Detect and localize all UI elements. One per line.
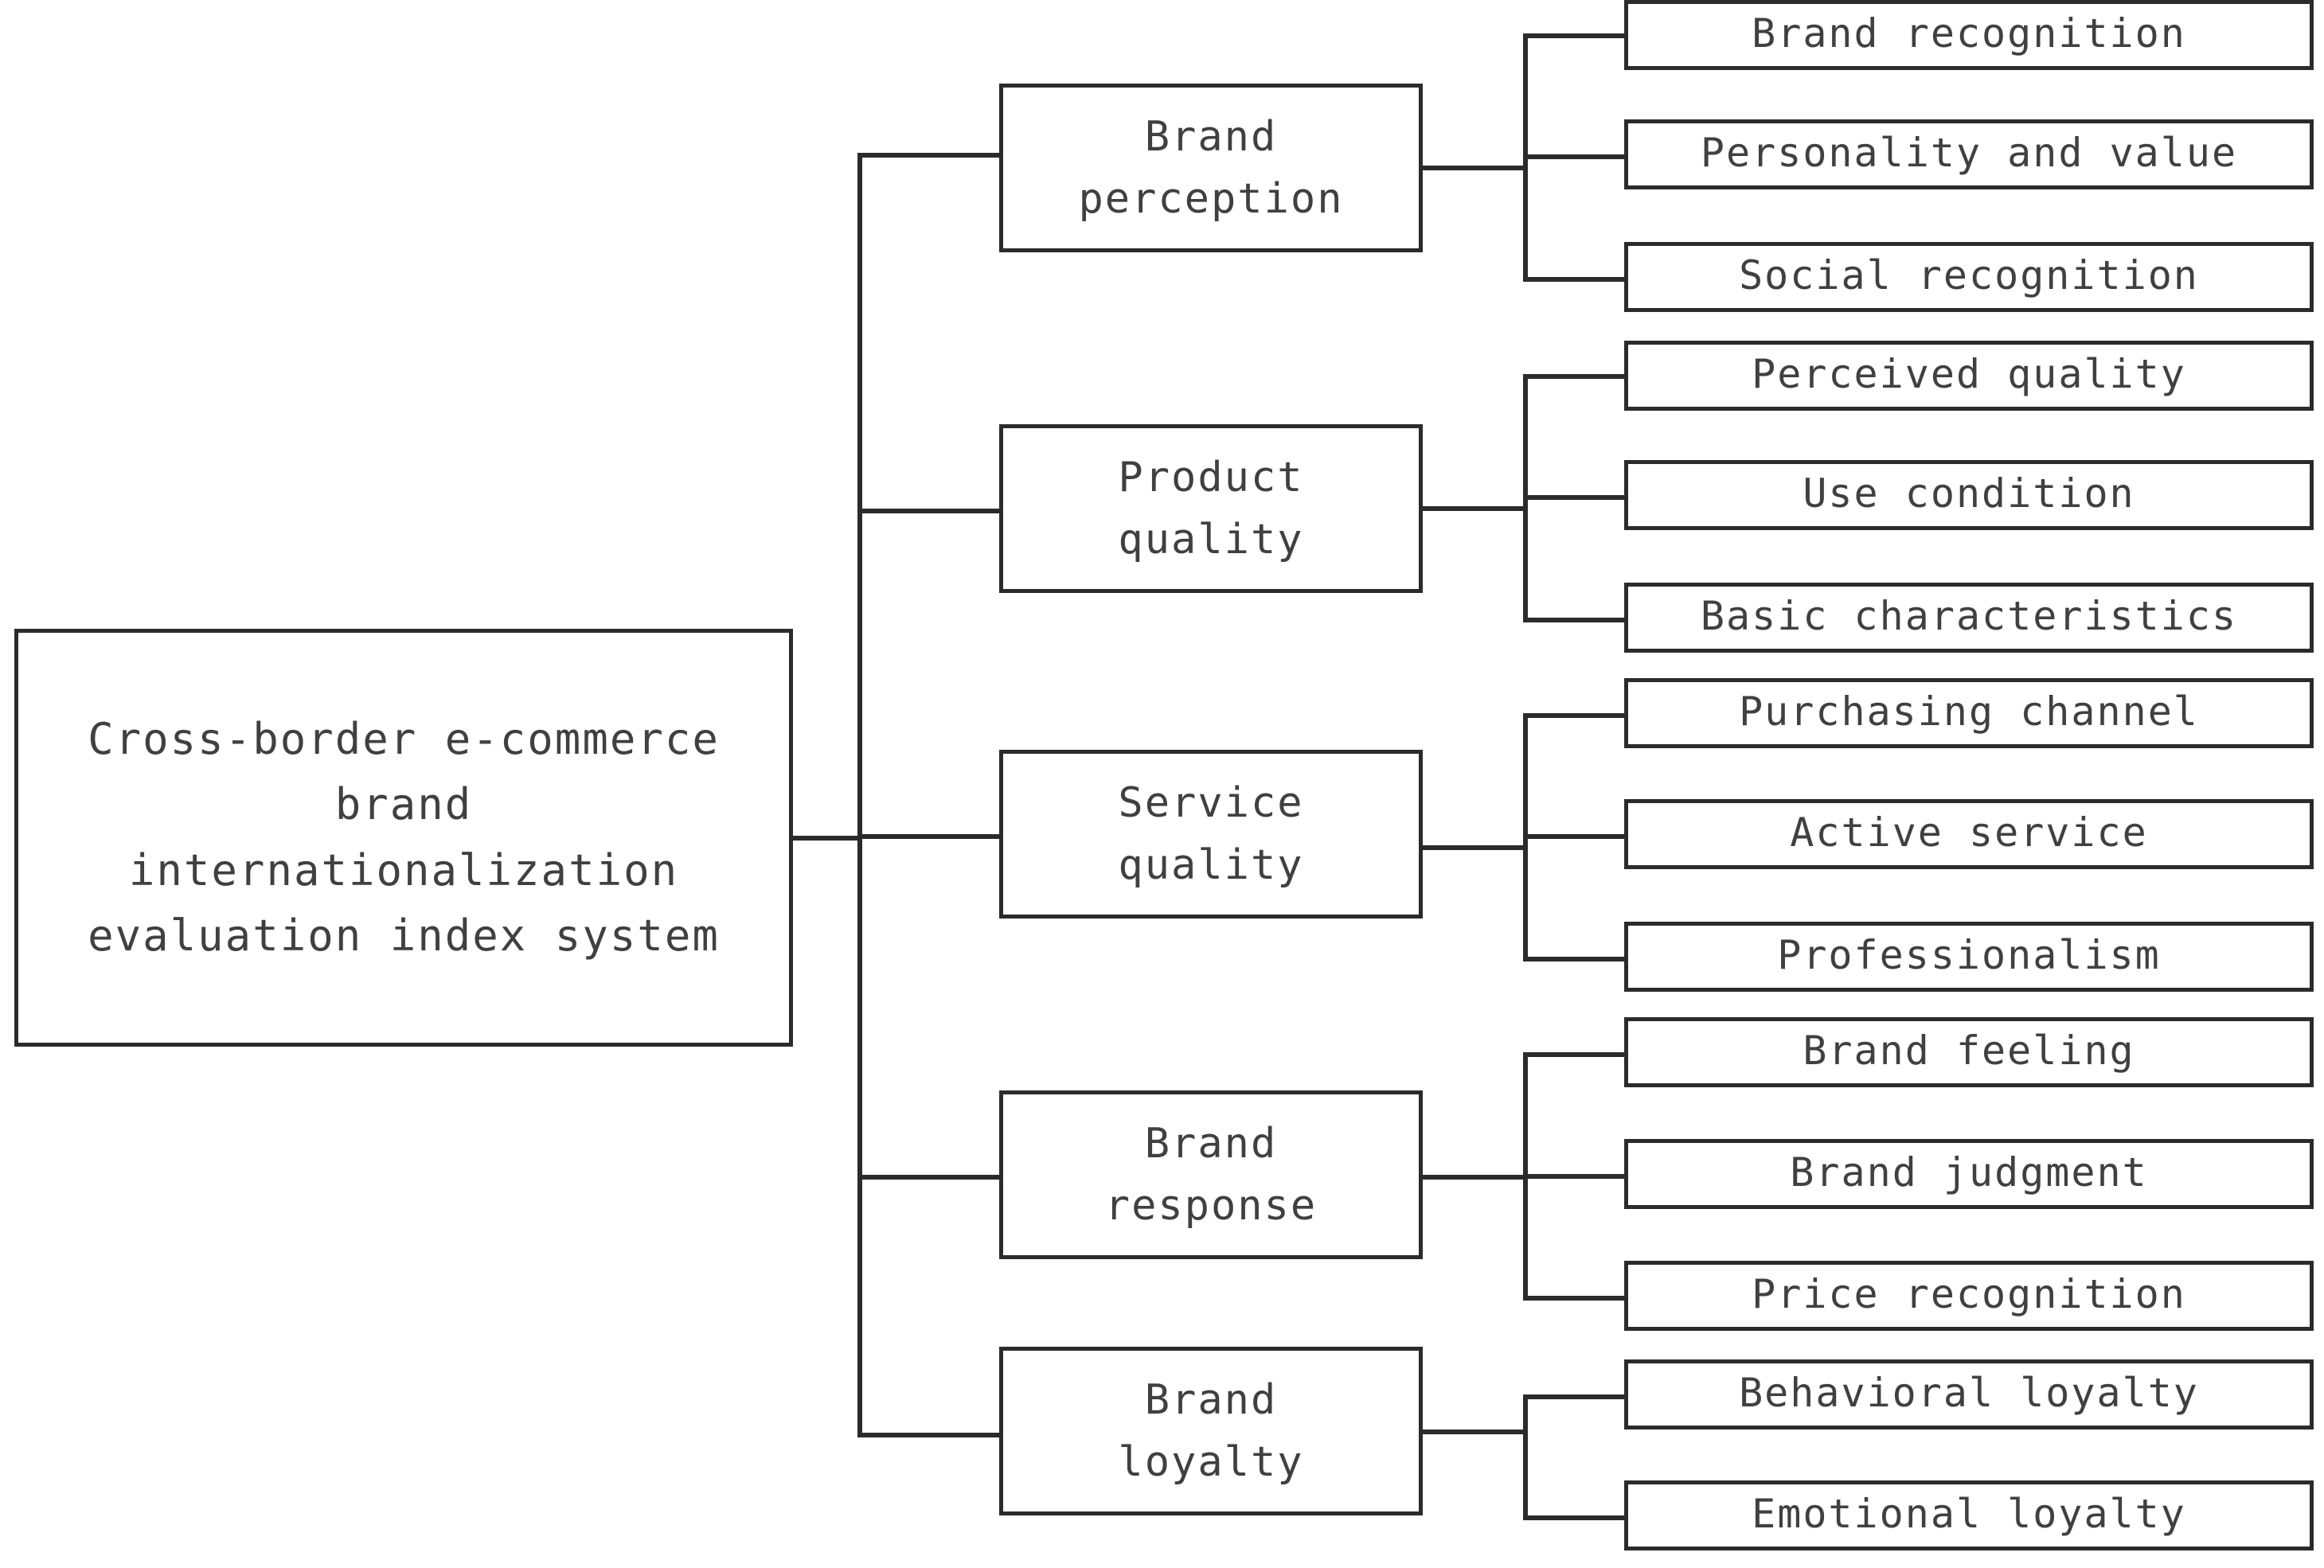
connector-root-to-trunk <box>793 836 860 841</box>
dimension-node-brand-response: Brand response <box>999 1090 1423 1259</box>
indicator-node-price-recognition: Price recognition <box>1624 1261 2314 1331</box>
indicator-node-social-recognition: Social recognition <box>1624 242 2314 312</box>
indicator-node-brand-recognition: Brand recognition <box>1624 0 2314 70</box>
connector-service-quality-to-branch <box>1420 845 1525 850</box>
indicator-node-perceived-quality: Perceived quality <box>1624 341 2314 411</box>
connector-leaf-brand-judgment <box>1523 1174 1627 1179</box>
connector-leaf-price-recognition <box>1523 1296 1627 1301</box>
connector-leaf-perceived-quality <box>1523 374 1627 379</box>
connector-leaf-active-service <box>1523 834 1627 839</box>
connector-trunk-to-brand-response <box>857 1175 1002 1180</box>
indicator-node-brand-judgment: Brand judgment <box>1624 1139 2314 1209</box>
dimension-node-brand-perception: Brand perception <box>999 84 1423 252</box>
connector-leaf-brand-recognition <box>1523 33 1627 38</box>
root-node-evaluation-index-system: Cross-border e-commerce brand internatio… <box>14 629 793 1047</box>
indicator-node-personality-and-value: Personality and value <box>1624 119 2314 189</box>
connector-leaf-social-recognition <box>1523 277 1627 282</box>
connector-leaf-basic-characteristics <box>1523 618 1627 622</box>
connector-leaf-personality-and-value <box>1523 154 1627 159</box>
connector-leaf-behavioral-loyalty <box>1523 1394 1627 1399</box>
branch-trunk-brand-loyalty <box>1523 1394 1528 1515</box>
indicator-node-brand-feeling: Brand feeling <box>1624 1017 2314 1087</box>
indicator-node-active-service: Active service <box>1624 799 2314 869</box>
connector-trunk-to-service-quality <box>857 834 1002 839</box>
connector-trunk-to-brand-perception <box>857 153 1002 158</box>
indicator-node-purchasing-channel: Purchasing channel <box>1624 678 2314 748</box>
indicator-node-professionalism: Professionalism <box>1624 922 2314 992</box>
indicator-node-use-condition: Use condition <box>1624 460 2314 530</box>
indicator-node-emotional-loyalty: Emotional loyalty <box>1624 1480 2314 1550</box>
connector-main-trunk <box>857 153 862 1435</box>
connector-brand-loyalty-to-branch <box>1420 1430 1525 1434</box>
dimension-node-brand-loyalty: Brand loyalty <box>999 1347 1423 1515</box>
dimension-node-product-quality: Product quality <box>999 424 1423 593</box>
connector-leaf-purchasing-channel <box>1523 713 1627 718</box>
indicator-node-behavioral-loyalty: Behavioral loyalty <box>1624 1359 2314 1430</box>
connector-leaf-brand-feeling <box>1523 1052 1627 1057</box>
connector-trunk-to-brand-loyalty <box>857 1433 1002 1437</box>
connector-product-quality-to-branch <box>1420 506 1525 511</box>
connector-leaf-use-condition <box>1523 495 1627 500</box>
connector-leaf-emotional-loyalty <box>1523 1515 1627 1520</box>
connector-brand-response-to-branch <box>1420 1175 1525 1180</box>
connector-leaf-professionalism <box>1523 957 1627 961</box>
indicator-node-basic-characteristics: Basic characteristics <box>1624 583 2314 653</box>
connector-brand-perception-to-branch <box>1420 166 1525 170</box>
dimension-node-service-quality: Service quality <box>999 750 1423 919</box>
connector-trunk-to-product-quality <box>857 509 1002 513</box>
